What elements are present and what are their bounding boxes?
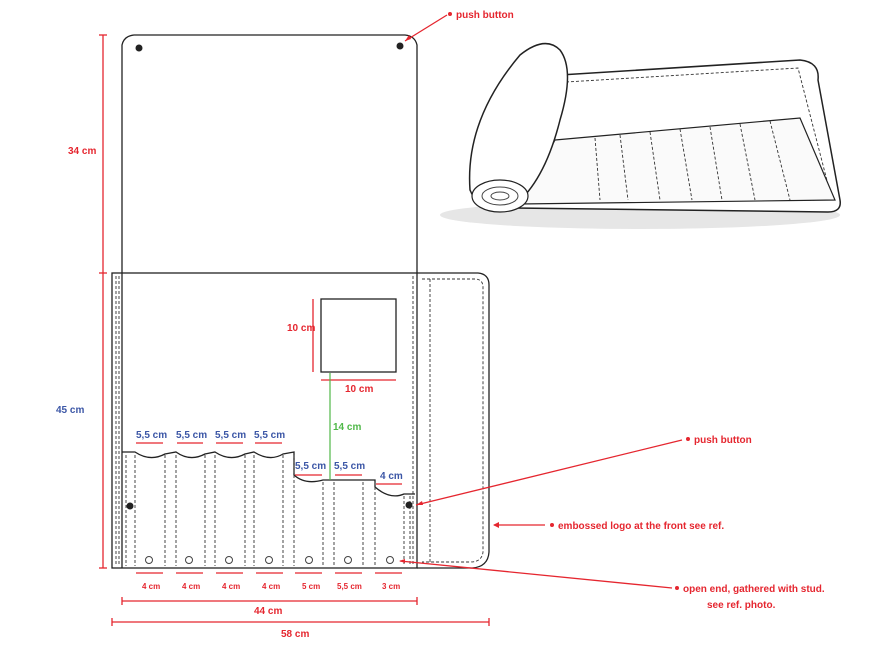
gather-studs [145, 556, 394, 564]
total-width-label: 58 cm [281, 629, 309, 640]
flap-height-label: 34 cm [68, 146, 96, 157]
pocket-top-label: 5,5 cm [254, 430, 285, 441]
pocket-bottom-label: 4 cm [262, 582, 280, 591]
annotation-push-button-top: push button [404, 10, 514, 42]
pocket-top-label: 5,5 cm [176, 430, 207, 441]
pocket-bottom-label: 5,5 cm [337, 582, 362, 591]
pocket-top-label: 4 cm [380, 471, 403, 482]
logo-height-label: 10 cm [287, 323, 315, 334]
pocket-top-label: 5,5 cm [136, 430, 167, 441]
pocket-stitching [125, 455, 411, 566]
annotation-text: embossed logo at the front see ref. [558, 521, 724, 532]
annotation-text: push button [694, 435, 752, 446]
pocket-top-label: 5,5 cm [215, 430, 246, 441]
annotation-open-end: open end, gathered with stud. see ref. p… [399, 559, 825, 611]
push-button-stud [396, 42, 404, 50]
pocket-bottom-labels: 4 cm 4 cm 4 cm 4 cm 5 cm 5,5 cm 3 cm [142, 582, 400, 591]
pocket-bottom-label: 5 cm [302, 582, 320, 591]
pocket-top-label: 5,5 cm [334, 461, 365, 472]
logo-offset-label: 14 cm [333, 422, 361, 433]
annotation-text: push button [456, 10, 514, 21]
pocket-bottom-label: 3 cm [382, 582, 400, 591]
top-flap [121, 34, 418, 273]
side-flap [417, 272, 490, 569]
pocket-top-labels: 5,5 cm 5,5 cm 5,5 cm 5,5 cm 5,5 cm 5,5 c… [136, 430, 403, 482]
annotation-text: open end, gathered with stud. [683, 584, 825, 595]
rolled-product-illustration [440, 42, 841, 229]
annotation-embossed-logo: embossed logo at the front see ref. [493, 521, 724, 532]
inner-width-label: 44 cm [254, 606, 282, 617]
pocket-bottom-label: 4 cm [182, 582, 200, 591]
annotation-push-button-side: push button [415, 435, 752, 506]
push-button-stud [135, 44, 143, 52]
annotation-text: see ref. photo. [707, 600, 776, 611]
logo-width-label: 10 cm [345, 384, 373, 395]
push-button-stud [405, 501, 413, 509]
pocket-top-label: 5,5 cm [295, 461, 326, 472]
pocket-top-edge [122, 451, 415, 497]
main-body [111, 272, 418, 569]
logo-area [320, 298, 397, 373]
pocket-bottom-label: 4 cm [222, 582, 240, 591]
body-height-label: 45 cm [56, 405, 84, 416]
pocket-bottom-label: 4 cm [142, 582, 160, 591]
